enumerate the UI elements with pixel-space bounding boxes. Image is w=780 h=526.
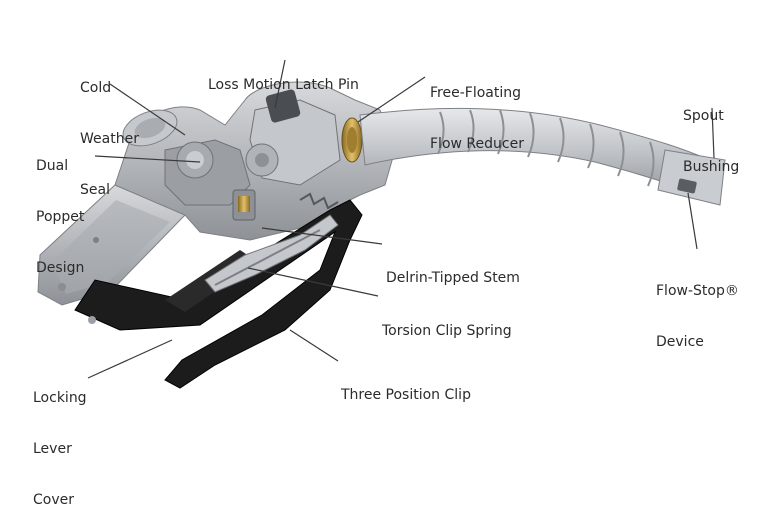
label-flow-stop-device: Flow-Stop® Device — [656, 283, 739, 350]
label-delrin-tipped-stem: Delrin-Tipped Stem — [386, 270, 520, 286]
label-loss-motion-latch-pin: Loss Motion Latch Pin — [208, 77, 359, 93]
leader-flow-stop-device — [687, 192, 698, 250]
label-dual-poppet-design: Dual Poppet Design — [36, 158, 85, 276]
label-locking-lever-cover: Locking Lever Cover — [33, 390, 87, 508]
nozzle-spout — [359, 107, 726, 206]
nozzle-body — [114, 81, 396, 241]
fuel-nozzle-diagram — [37, 59, 726, 389]
leader-cold-weather-seal — [109, 83, 186, 136]
label-spout-bushing: Spout Bushing — [683, 108, 740, 175]
flow-reducer-ring — [341, 117, 363, 163]
leader-spout-bushing — [711, 107, 715, 159]
leader-locking-lever-cover — [87, 339, 173, 379]
leader-dual-poppet-design — [94, 155, 201, 163]
label-three-position-clip: Three Position Clip — [341, 387, 471, 403]
leader-loss-motion-latch-pin — [274, 59, 286, 109]
label-cold-weather-seal: Cold Weather Seal — [80, 80, 139, 198]
leader-torsion-clip-spring — [247, 267, 379, 297]
leader-delrin-tipped-stem — [261, 227, 383, 245]
leader-three-position-clip — [289, 329, 339, 362]
leader-free-floating-flow-reducer — [357, 76, 426, 123]
label-free-floating-flow-reducer: Free-Floating Flow Reducer — [430, 85, 524, 152]
label-torsion-clip-spring: Torsion Clip Spring — [382, 323, 512, 339]
leader-lines — [87, 59, 715, 379]
